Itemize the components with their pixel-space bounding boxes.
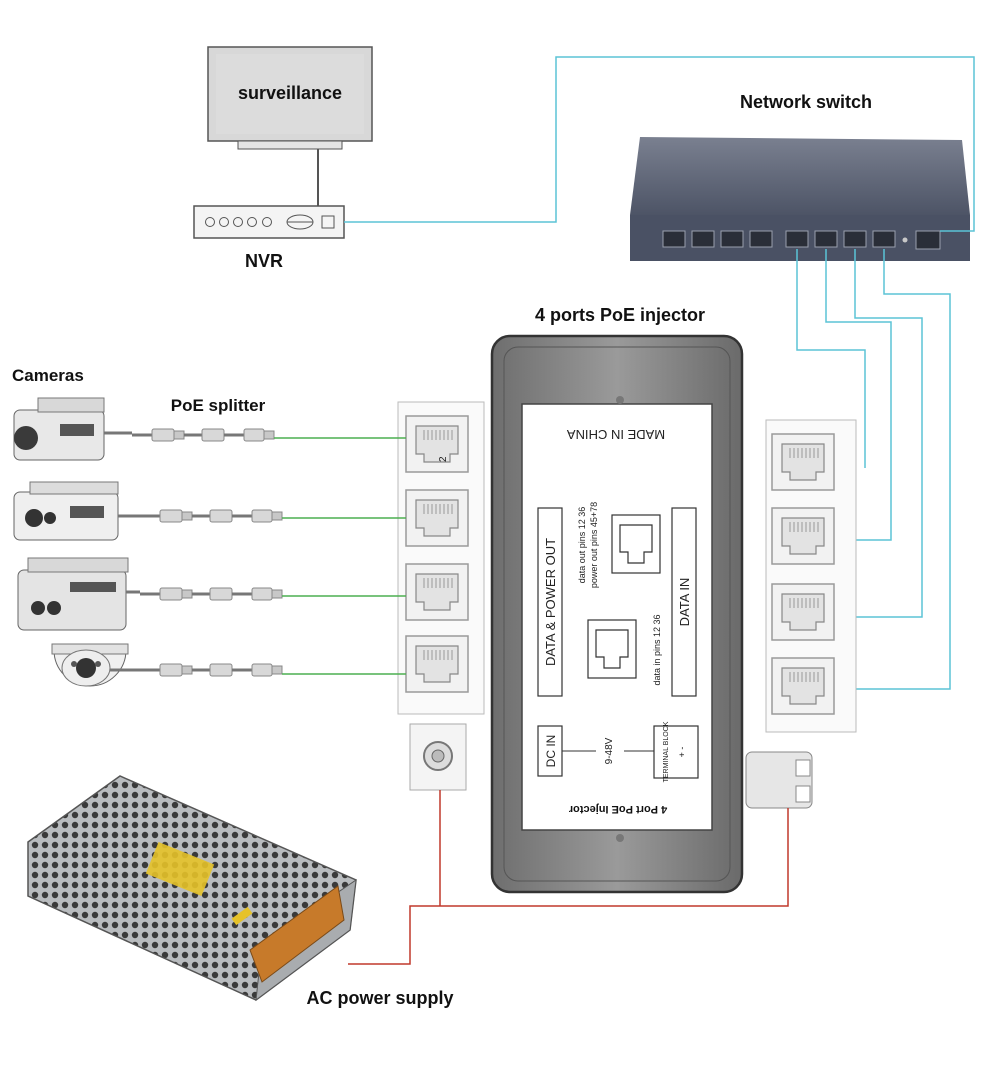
surveillance-monitor [207,46,373,206]
ac-power-supply [27,775,357,1002]
nvr-device [193,205,345,239]
voltage-label: 9-48V [604,737,615,764]
dc-in-label: DC IN [544,735,558,768]
made-in-label: MADE IN CHINA [567,427,666,442]
camera-bullet-3 [17,557,129,631]
injector-title: 4 ports PoE injector [535,305,705,325]
camera-dome [51,643,129,687]
nvr-switch-link [344,56,975,232]
camera-bullet-2 [13,481,119,541]
surveillance-label: surveillance [238,83,342,103]
camera-1-link [104,427,406,443]
power-out-pins-label: power out pins 45+78 [589,502,599,588]
camera-bullet-1 [13,397,105,461]
data-in-label: DATA IN [677,578,692,627]
poe-injector [490,334,744,894]
terminal-block-label: TERMINAL BLOCK [663,721,670,782]
data-out-pins-label: data out pins 12 36 [577,507,587,584]
port-number-label: 2 [438,456,449,462]
data-in-pins-label: data in pins 12 36 [652,614,662,685]
poe-out-port-strip [397,401,485,791]
power-wire [348,808,789,965]
poe-splitter-label: PoE splitter [171,396,266,415]
nvr-label: NVR [245,251,283,271]
network-switch-label: Network switch [740,92,872,112]
dc-plug [745,751,813,809]
network-switch [630,137,970,261]
data-power-out-label: DATA & POWER OUT [543,538,558,666]
cameras-label: Cameras [12,366,84,385]
switch-injector-links [796,249,951,690]
camera-3-link [126,586,406,602]
ac-power-supply-label: AC power supply [306,988,453,1008]
terminal-polarity-label: + - [677,747,687,758]
injector-model-label: 4 Port PoE Injector [568,803,667,815]
camera-4-link [110,662,406,678]
data-in-port-strip [765,419,857,733]
camera-2-link [118,508,406,524]
